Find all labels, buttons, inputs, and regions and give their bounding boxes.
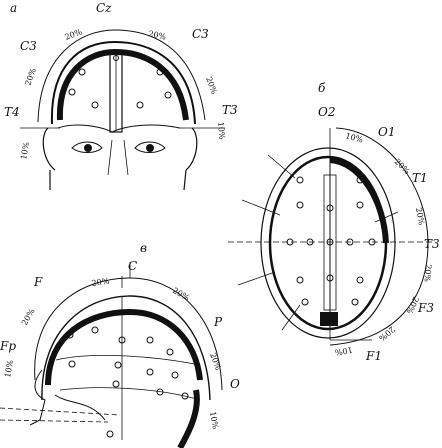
panel-c-letter: в xyxy=(140,241,147,255)
panel-b-electrode-4 xyxy=(356,201,364,209)
panel-b-electrode-14 xyxy=(301,298,309,306)
panel-b-electrode-10 xyxy=(368,238,376,246)
panel-b-pct-1: 10% xyxy=(344,131,364,144)
panel-c-pct-4: 20% xyxy=(208,352,223,372)
panel-a-pct-bottom-left: 10% xyxy=(19,141,31,160)
panel-b-pct-4: 20% xyxy=(422,264,433,283)
panel-a-label-t4: T4 xyxy=(4,105,20,119)
panel-b-electrode-13 xyxy=(356,276,364,284)
panel-c-electrode-2 xyxy=(91,326,99,334)
panel-a-electrode-6 xyxy=(164,91,172,99)
panel-c-pct-6: 10% xyxy=(208,411,220,430)
panel-a-letter: а xyxy=(10,1,17,15)
panel-c-scalp-band xyxy=(45,308,203,386)
panel-c: в C F P F xyxy=(0,241,240,448)
panel-b-electrode-7 xyxy=(306,238,314,246)
panel-c-electrode-1 xyxy=(66,331,74,339)
panel-c-electrode-5 xyxy=(166,348,174,356)
panel-a-electrode-cz xyxy=(113,55,119,61)
panel-b-electrode-15 xyxy=(351,298,359,306)
panel-a-label-t3: T3 xyxy=(222,103,238,117)
panel-a-electrode-3 xyxy=(91,101,99,109)
panel-c-electrode-10 xyxy=(112,380,120,388)
panel-c-pct-2: 20% xyxy=(171,286,191,303)
panel-b-pct-2: 20% xyxy=(393,157,412,176)
panel-a-midline-strip xyxy=(109,51,123,133)
panel-b-label-f1: F1 xyxy=(365,349,382,363)
panel-a-left-pupil xyxy=(84,144,92,152)
panel-b-measure-arc xyxy=(329,127,429,346)
panel-b-electrode-11 xyxy=(296,276,304,284)
panel-a: а Cz C3 C3 T4 xyxy=(4,1,238,191)
panel-a-nose xyxy=(107,139,129,176)
panel-b-nose-block xyxy=(320,312,338,326)
panel-c-dashed xyxy=(0,407,121,423)
panel-c-c-tick xyxy=(121,262,131,288)
panel-a-label-c3-right: C3 xyxy=(192,27,209,41)
panel-c-label-fp: Fp xyxy=(0,339,16,353)
panel-c-electrode-4 xyxy=(146,336,154,344)
panel-c-electrode-9 xyxy=(171,371,179,379)
panel-c-pct-1: 20% xyxy=(91,277,110,288)
panel-c-label-p: P xyxy=(213,315,223,329)
panel-b-label-o2: O2 xyxy=(318,105,335,119)
panel-b-label-o1: O1 xyxy=(378,125,395,139)
panel-c-label-o: O xyxy=(230,377,240,391)
panel-c-electrode-13 xyxy=(106,430,114,438)
panel-b-pct-7: 10% xyxy=(334,345,353,357)
panel-a-pct-top-left: 20% xyxy=(64,27,84,42)
panel-c-electrode-7 xyxy=(114,361,122,369)
panel-c-electrode-8 xyxy=(146,368,154,376)
panel-b-label-t1: T1 xyxy=(412,171,428,185)
panel-b-electrode-2 xyxy=(356,176,364,184)
panel-b: б O2 xyxy=(228,81,440,363)
panel-c-electrode-6 xyxy=(68,360,76,368)
panel-c-label-f: F xyxy=(33,275,43,289)
panel-a-left-eye xyxy=(71,141,103,153)
panel-b-electrode-9 xyxy=(346,238,354,246)
panel-b-electrode-3 xyxy=(296,201,304,209)
panel-c-grid xyxy=(55,296,201,440)
panel-a-scalp-band xyxy=(56,48,189,121)
panel-c-face xyxy=(29,369,106,426)
panel-b-label-t3: T3 xyxy=(424,237,440,251)
panel-a-electrode-2 xyxy=(78,68,86,76)
panel-c-electrode-12 xyxy=(181,392,189,400)
panel-c-head-outline xyxy=(41,295,211,401)
panel-b-electrode-1 xyxy=(296,176,304,184)
panel-b-leaders xyxy=(237,154,399,331)
panel-b-outer-head xyxy=(260,147,396,339)
panel-a-electrode-5 xyxy=(156,68,164,76)
panel-a-right-eye xyxy=(134,141,166,153)
panel-a-left-ear xyxy=(42,127,56,190)
panel-a-pct-side-left: 20% xyxy=(23,67,38,87)
panel-a-right-ear xyxy=(183,127,198,191)
panel-a-label-cz: Cz xyxy=(96,1,112,15)
panel-a-pct-side-right: 20% xyxy=(204,76,219,96)
panel-c-occipital-band xyxy=(177,389,200,448)
panel-c-pct-5: 10% xyxy=(3,359,15,378)
panel-a-pct-bottom-right: 10% xyxy=(216,121,227,140)
panel-c-label-c: C xyxy=(128,259,137,273)
panel-b-pct-3: 20% xyxy=(414,207,426,226)
panel-b-label-f3: F3 xyxy=(417,301,434,315)
panel-a-measure-arc xyxy=(37,29,206,123)
panel-b-axis xyxy=(329,128,372,341)
panel-c-pct-3: 20% xyxy=(20,307,37,327)
panel-a-electrode-1 xyxy=(68,88,76,96)
panel-a-electrode-4 xyxy=(136,101,144,109)
panel-b-thick-arc xyxy=(329,157,389,244)
panel-a-pct-top-right: 20% xyxy=(148,29,168,42)
panel-a-right-pupil xyxy=(146,144,154,152)
panel-b-letter: б xyxy=(318,81,326,95)
panel-a-brow xyxy=(57,124,181,133)
panel-a-head-outline xyxy=(50,40,196,125)
panel-b-electrode-6 xyxy=(286,238,294,246)
panel-a-label-c3-left: C3 xyxy=(20,39,37,53)
